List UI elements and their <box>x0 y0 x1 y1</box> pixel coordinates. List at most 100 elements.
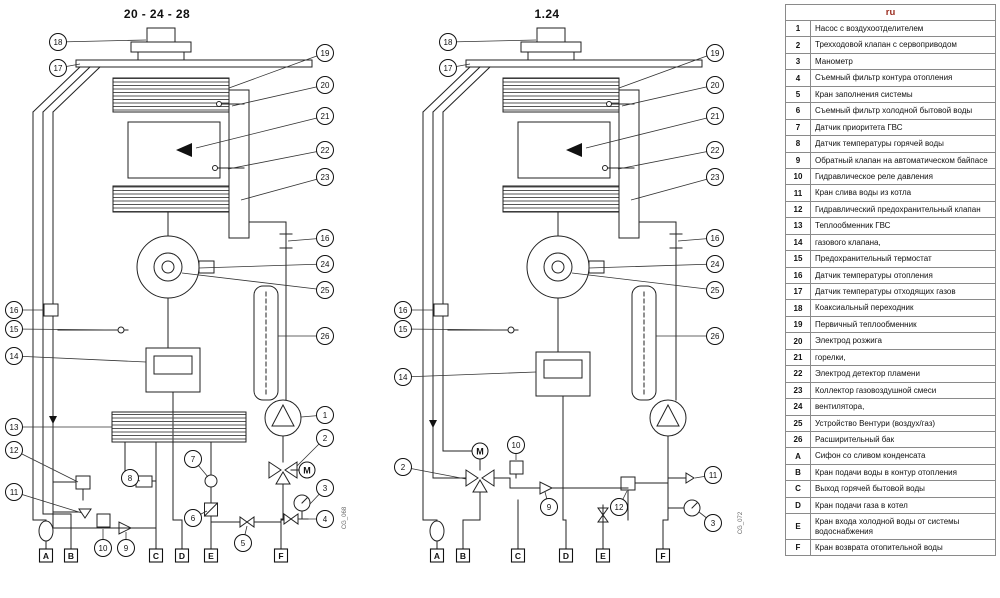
leader-line <box>198 263 326 269</box>
callout-number: 16 <box>711 234 720 243</box>
legend-key: 17 <box>785 282 811 301</box>
callout-number: 21 <box>321 112 330 121</box>
callout-number: 6 <box>191 514 196 523</box>
leader-line <box>57 39 147 43</box>
callouts-left: 1817192021222316242526161514131211123478… <box>5 33 334 563</box>
callout-number: 25 <box>711 286 720 295</box>
motor-symbol <box>298 461 316 479</box>
port-B <box>63 548 79 563</box>
callout-number: 7 <box>191 455 196 464</box>
leader-line <box>13 449 79 483</box>
leader-line <box>402 328 509 331</box>
callout-1 <box>316 406 334 424</box>
port-letter: A <box>434 551 440 561</box>
callout-16 <box>394 301 412 319</box>
legend-key: 15 <box>785 250 811 268</box>
legend-key: 1 <box>785 19 811 38</box>
callout-14 <box>5 347 23 365</box>
diagram-title-right: 1.24 <box>534 7 560 21</box>
diagram-code-right: CG_072 <box>738 511 745 535</box>
callout-2 <box>394 458 412 476</box>
callout-number: 1 <box>323 411 328 420</box>
callout-number: 14 <box>399 373 408 382</box>
leader-line <box>227 149 326 170</box>
legend-header-row: ru <box>785 4 996 21</box>
port-D <box>558 548 574 563</box>
callout-number: 13 <box>10 423 19 432</box>
callout-9 <box>117 539 135 557</box>
legend-key: 6 <box>785 102 811 120</box>
callout-number: 16 <box>10 306 19 315</box>
port-E <box>203 548 219 563</box>
legend-key: 26 <box>785 430 811 449</box>
legend-label: Кран входа холодной воды от системы водо… <box>810 513 996 540</box>
callout-24 <box>316 255 334 273</box>
legend-label: Гидравлический предохранительный клапан <box>810 200 996 219</box>
callout-8 <box>121 469 139 487</box>
callout-26 <box>316 327 334 345</box>
callout-16 <box>706 229 724 247</box>
port-E <box>595 548 611 563</box>
legend-label: Гидравлическое реле давления <box>810 167 996 186</box>
callout-number: 4 <box>323 515 328 524</box>
leader-line <box>447 39 537 43</box>
port-D <box>174 548 190 563</box>
callout-number: 18 <box>54 38 63 47</box>
callout-number: 19 <box>711 49 720 58</box>
port-letter: E <box>600 551 606 561</box>
callout-12 <box>610 498 628 516</box>
legend-key: 25 <box>785 414 811 432</box>
leader-line <box>228 52 326 89</box>
port-letter: A <box>43 551 49 561</box>
callout-number: 9 <box>124 544 129 553</box>
callout-18 <box>439 33 457 51</box>
legend-label: Кран возврата отопительной воды <box>810 538 996 557</box>
callout-number: 14 <box>10 352 19 361</box>
legend-label: Кран заполнения системы <box>810 85 996 104</box>
diagram-code-left: CG_068 <box>342 506 349 530</box>
leader-line <box>181 272 326 291</box>
legend-key: 19 <box>785 315 811 334</box>
callout-7 <box>184 450 202 468</box>
callout-number: 24 <box>321 260 330 269</box>
legend-key: D <box>785 496 811 515</box>
leader-line <box>240 176 326 201</box>
callout-number: 26 <box>321 332 330 341</box>
port-letter: F <box>660 551 665 561</box>
callout-15 <box>394 320 412 338</box>
callout-number: 12 <box>615 503 624 512</box>
legend-label: Трехходовой клапан с сервоприводом <box>810 36 996 54</box>
port-letter: D <box>563 551 569 561</box>
port-letter: B <box>68 551 74 561</box>
legend-label: газового клапана, <box>810 233 996 252</box>
legend-key: 7 <box>785 118 811 137</box>
callout-17 <box>49 59 67 77</box>
port-letter: B <box>460 551 466 561</box>
legend-label: Коаксиальный переходник <box>810 299 996 317</box>
legend-key: 14 <box>785 233 811 252</box>
legend-label: Датчик температуры отопления <box>810 266 996 285</box>
callout-number: 20 <box>321 81 330 90</box>
callout-13 <box>5 418 23 436</box>
legend-label: Сифон со сливом конденсата <box>810 447 996 465</box>
